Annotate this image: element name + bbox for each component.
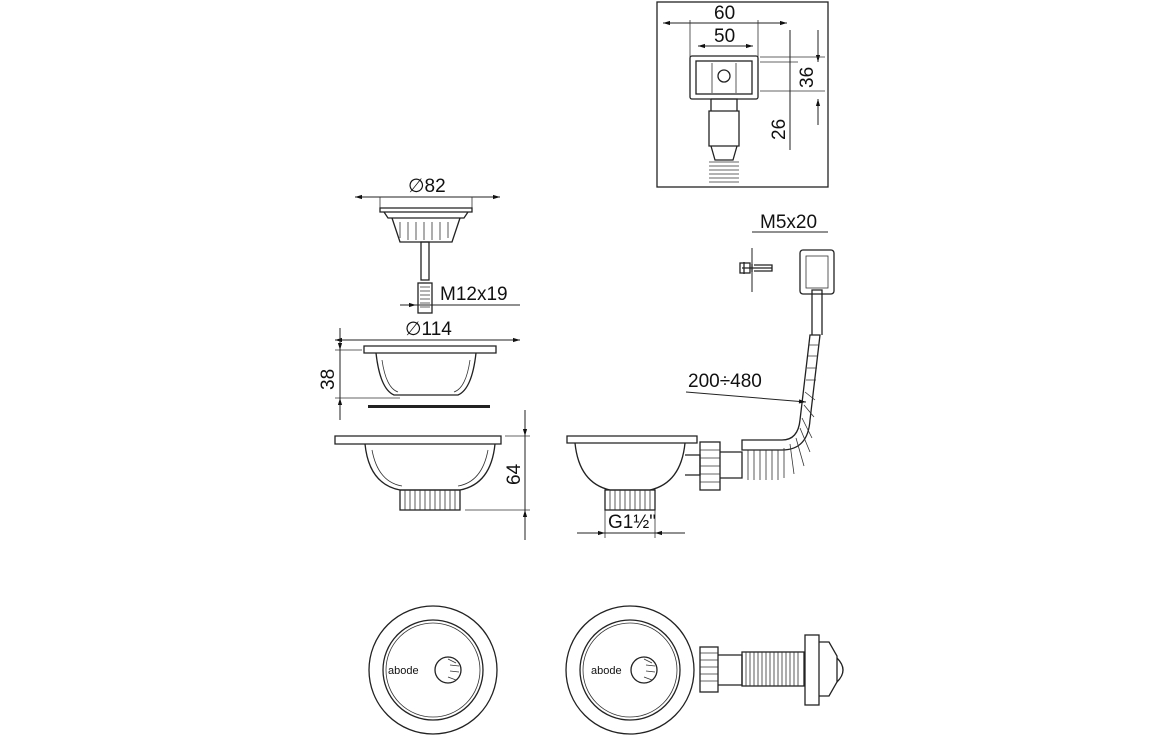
overflow-top-view: 60 50 36 26 <box>656 1 829 188</box>
strainer-plug: ∅82 M12x19 <box>355 176 520 314</box>
abode-logo: abode <box>388 665 419 677</box>
dim-114: ∅114 <box>405 319 452 340</box>
plan-view-left: abode <box>368 605 498 735</box>
bolt-spec: M12x19 <box>440 284 508 305</box>
basket: ∅114 38 <box>318 319 520 420</box>
waste-with-overflow: G1½" M5x20 200÷480 <box>566 212 835 538</box>
dim-38: 38 <box>318 369 339 390</box>
plan-view-right: abode <box>565 605 844 735</box>
screw-spec: M5x20 <box>760 212 817 233</box>
hose-length: 200÷480 <box>688 371 762 392</box>
dim-82: ∅82 <box>408 176 446 197</box>
thread-spec: G1½" <box>608 512 656 533</box>
dim-50: 50 <box>714 26 735 47</box>
dim-64: 64 <box>504 463 525 485</box>
dim-26: 26 <box>769 119 790 140</box>
waste-body: 64 <box>334 410 530 540</box>
dim-60: 60 <box>714 3 735 24</box>
dim-36: 36 <box>797 67 818 88</box>
abode-logo: abode <box>591 665 622 677</box>
